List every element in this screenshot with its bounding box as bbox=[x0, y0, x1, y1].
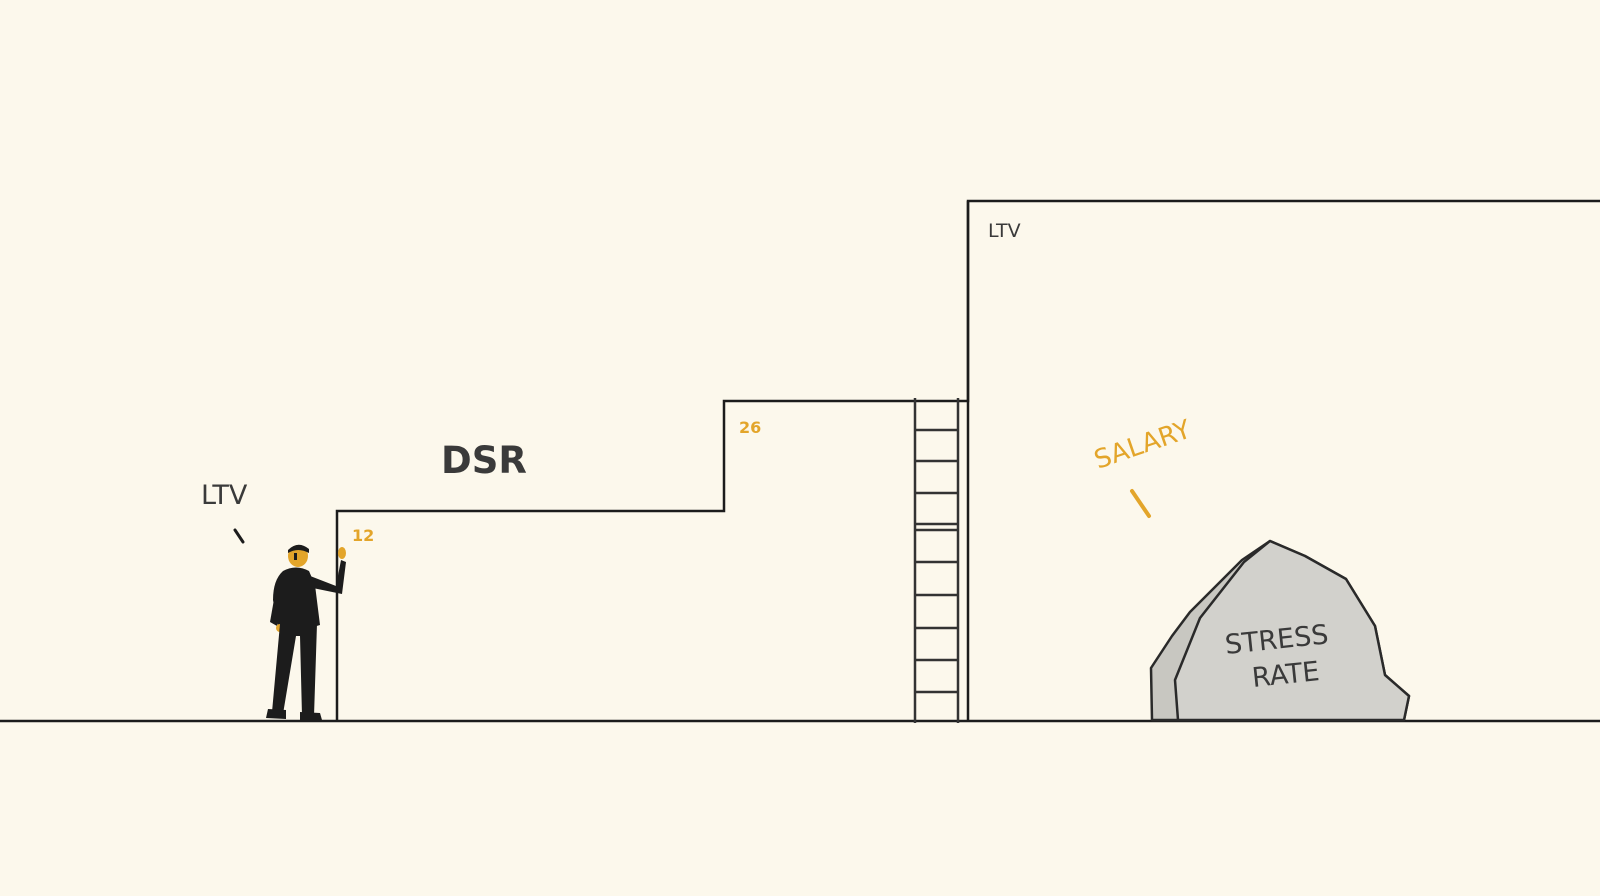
dsr-label: DSR bbox=[441, 439, 527, 482]
salary-label: SALARY bbox=[1091, 415, 1195, 476]
salary-tick bbox=[1130, 489, 1151, 518]
person-figure-icon bbox=[266, 544, 346, 720]
step-one-number: 12 bbox=[352, 526, 374, 545]
step-two-number: 26 bbox=[739, 418, 761, 437]
boulder-icon bbox=[1149, 539, 1411, 722]
ladder-icon bbox=[913, 398, 960, 723]
ltv-top-label: LTV bbox=[988, 220, 1021, 242]
ltv-left-label: LTV bbox=[201, 480, 248, 511]
rock-label-line-two: RATE bbox=[1250, 656, 1320, 694]
ltv-left-tick bbox=[233, 528, 245, 544]
